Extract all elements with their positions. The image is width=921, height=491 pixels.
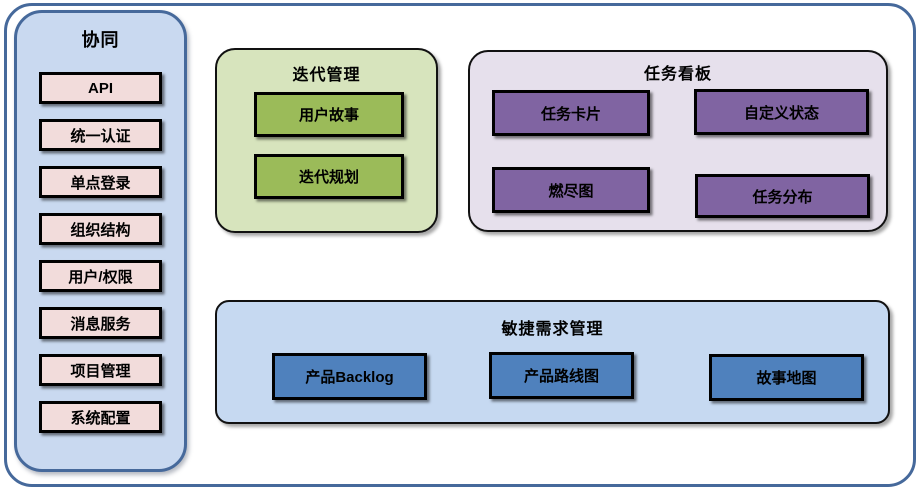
node-task-card: 任务卡片: [492, 90, 650, 136]
panel-title-iteration-management: 迭代管理: [292, 67, 361, 84]
sidebar-item-org-structure: 组织结构: [39, 213, 162, 245]
sidebar-title: 协同: [81, 30, 120, 50]
sidebar-item-list: API 统一认证 单点登录 组织结构 用户/权限 消息服务 项目管理 系统配置: [17, 72, 184, 433]
node-custom-status: 自定义状态: [694, 89, 869, 135]
node-product-roadmap: 产品路线图: [489, 352, 634, 399]
panel-title-task-board: 任务看板: [643, 66, 712, 83]
node-product-backlog: 产品Backlog: [272, 353, 427, 400]
panel-agile-requirements: 敏捷需求管理 产品Backlog 产品路线图 故事地图: [215, 300, 890, 424]
node-story-map: 故事地图: [709, 354, 864, 401]
sidebar-item-api: API: [39, 72, 162, 104]
sidebar-item-user-permissions: 用户/权限: [39, 260, 162, 292]
sidebar-item-sso: 单点登录: [39, 166, 162, 198]
panel-task-board: 任务看板 任务卡片 自定义状态 燃尽图 任务分布: [468, 50, 888, 232]
panel-iteration-management: 迭代管理 用户故事 迭代规划: [215, 48, 438, 233]
panel-title-agile-requirements: 敏捷需求管理: [501, 321, 604, 338]
sidebar-item-system-config: 系统配置: [39, 401, 162, 433]
node-user-story: 用户故事: [254, 92, 404, 137]
collaboration-sidebar: 协同 API 统一认证 单点登录 组织结构 用户/权限 消息服务 项目管理 系统…: [14, 10, 187, 472]
node-iteration-planning: 迭代规划: [254, 154, 404, 199]
node-task-distribution: 任务分布: [695, 174, 870, 218]
node-burndown-chart: 燃尽图: [492, 167, 650, 213]
sidebar-item-message-service: 消息服务: [39, 307, 162, 339]
sidebar-item-project-mgmt: 项目管理: [39, 354, 162, 386]
sidebar-item-unified-auth: 统一认证: [39, 119, 162, 151]
